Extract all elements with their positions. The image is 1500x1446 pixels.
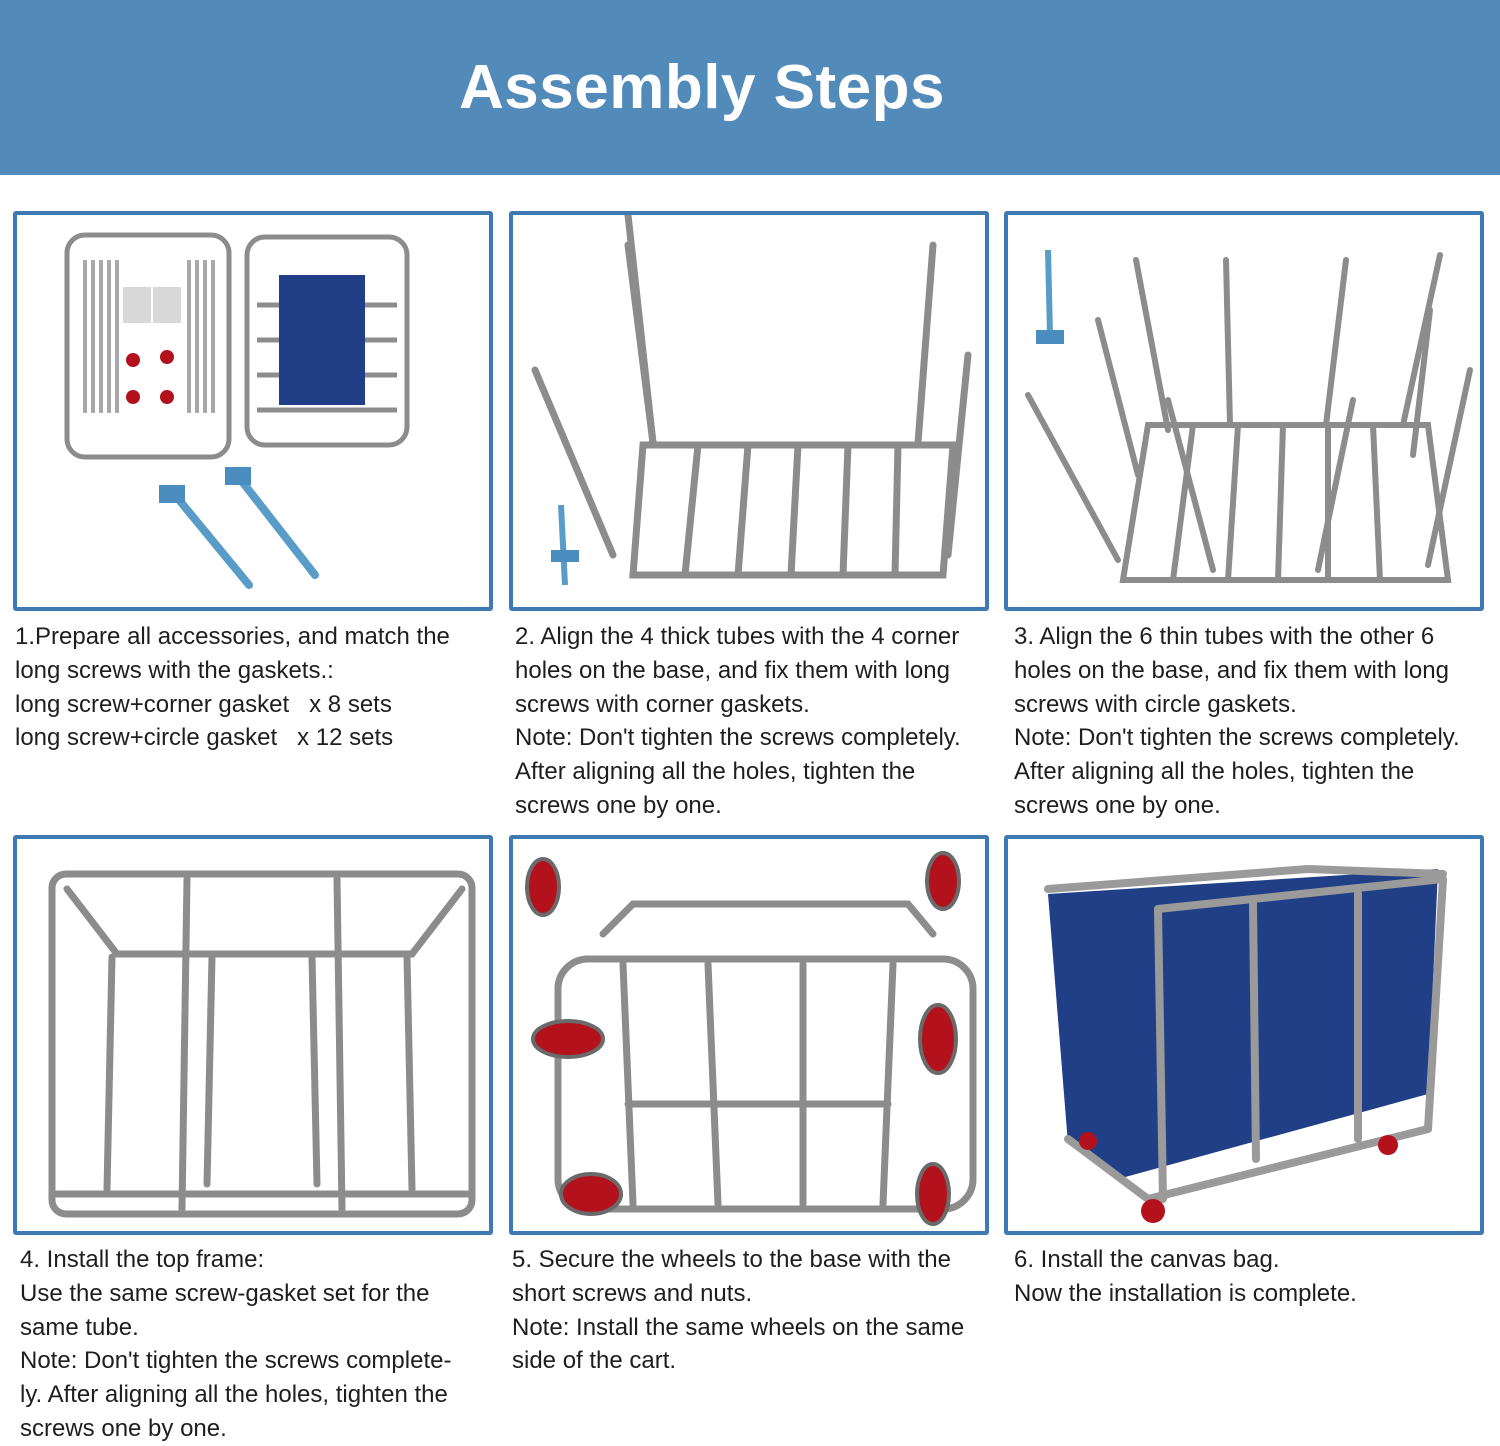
caption-line: 3. Align the 6 thin tubes with the other… xyxy=(1014,623,1435,650)
caption-line: screws with circle gaskets. xyxy=(1014,690,1297,718)
step-4-image xyxy=(13,835,493,1235)
caption-line: holes on the base, and fix them with lon… xyxy=(1014,656,1449,684)
caption-line: Use the same screw-gasket set for the xyxy=(20,1279,430,1307)
caption-line: 2. Align the 4 thick tubes with the 4 co… xyxy=(515,623,960,650)
caption-line: long screw+circle gasket x 12 sets xyxy=(15,724,394,752)
caption-line: side of the cart. xyxy=(512,1347,677,1375)
step-6-image xyxy=(1004,835,1484,1235)
header-banner: Assembly Steps xyxy=(0,0,1500,175)
step-4-caption: 4. Install the top frame: Use the same s… xyxy=(20,1243,498,1446)
caption-line: Note: Don't tighten the screws complete- xyxy=(20,1347,452,1375)
caption-line: same tube. xyxy=(20,1313,139,1341)
thick-tubes-illustration xyxy=(531,215,972,586)
accessories-kit-illustration xyxy=(64,232,410,589)
caption-line: screws one by one. xyxy=(515,791,722,819)
step-3-caption: 3. Align the 6 thin tubes with the other… xyxy=(1014,620,1492,823)
top-frame-illustration xyxy=(48,870,476,1218)
step-2-caption: 2. Align the 4 thick tubes with the 4 co… xyxy=(515,620,993,823)
step-2-image xyxy=(509,211,989,611)
caption-line: screws one by one. xyxy=(20,1414,227,1442)
caption-line: screws with corner gaskets. xyxy=(515,690,810,718)
caption-line: long screws with the gaskets.: xyxy=(15,656,334,684)
caption-line: holes on the base, and fix them with lon… xyxy=(515,656,950,684)
caption-line: 4. Install the top frame: xyxy=(20,1246,265,1273)
caption-line: short screws and nuts. xyxy=(512,1279,753,1307)
step-1-image xyxy=(13,211,493,611)
caption-line: screws one by one. xyxy=(1014,791,1221,819)
caption-line: ly. After aligning all the holes, tighte… xyxy=(20,1381,448,1409)
caption-line: Note: Don't tighten the screws completel… xyxy=(515,724,961,752)
caption-line: 1.Prepare all accessories, and match the xyxy=(15,623,450,650)
caption-line: Now the installation is complete. xyxy=(1014,1279,1357,1307)
caption-line: 6. Install the canvas bag. xyxy=(1014,1246,1280,1273)
step-5-caption: 5. Secure the wheels to the base with th… xyxy=(512,1243,990,1378)
step-1-caption: 1.Prepare all accessories, and match the… xyxy=(15,620,493,755)
finished-cart-illustration xyxy=(1044,864,1447,1223)
step-5-image xyxy=(509,835,989,1235)
wheels-illustration xyxy=(525,851,977,1226)
caption-line: After aligning all the holes, tighten th… xyxy=(1014,758,1415,786)
caption-line: 5. Secure the wheels to the base with th… xyxy=(512,1246,951,1273)
step-3-image xyxy=(1004,211,1484,611)
caption-line: Note: Don't tighten the screws completel… xyxy=(1014,724,1460,752)
thin-tubes-illustration xyxy=(1025,249,1473,583)
caption-line: long screw+corner gasket x 8 sets xyxy=(15,690,392,718)
caption-line: After aligning all the holes, tighten th… xyxy=(515,758,916,786)
caption-line: Note: Install the same wheels on the sam… xyxy=(512,1313,965,1341)
step-6-caption: 6. Install the canvas bag. Now the insta… xyxy=(1014,1243,1492,1311)
page-title: Assembly Steps xyxy=(459,53,945,122)
